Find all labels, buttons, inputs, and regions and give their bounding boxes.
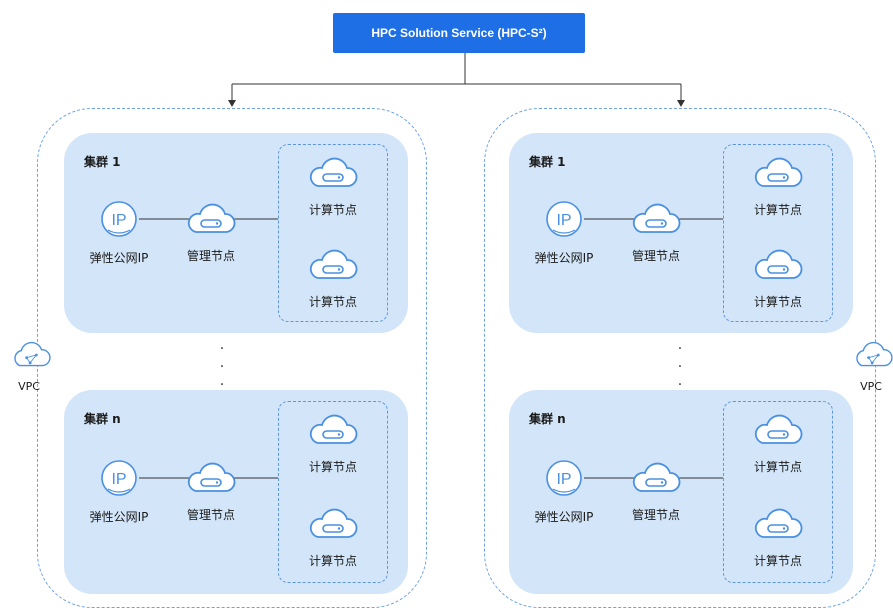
cloud-server-icon [309, 249, 358, 279]
hpc-solution-service-box: HPC Solution Service (HPC-S²) [333, 13, 585, 53]
cloud-server-icon [187, 462, 236, 492]
elastic-ip: IP 弹性公网IP [535, 199, 604, 266]
eip-label: 弹性公网IP [534, 510, 594, 524]
compute-label: 计算节点 [753, 554, 802, 568]
compute-node: 计算节点 [308, 506, 368, 569]
elastic-ip: IP 弹性公网IP [90, 199, 159, 266]
ellipsis-left: ··· [219, 341, 225, 393]
compute-node: 计算节点 [753, 155, 813, 218]
management-node: 管理节点 [631, 201, 691, 264]
cluster-title: 集群 1 [529, 155, 566, 169]
cluster-title-wrap: 集群 n [529, 408, 566, 427]
cluster-title: 集群 n [84, 412, 121, 426]
cloud-vpc-icon [856, 341, 893, 367]
cluster-title: 集群 n [529, 412, 566, 426]
mgmt-label: 管理节点 [186, 249, 235, 263]
cloud-server-icon [632, 462, 681, 492]
eip-label: 弹性公网IP [534, 251, 594, 265]
compute-node: 计算节点 [753, 506, 813, 569]
ip-icon: IP [546, 201, 582, 237]
vpc-label: VPC [18, 380, 40, 393]
vpc-right: VPC [851, 338, 893, 393]
compute-node-group [723, 401, 833, 583]
compute-label: 计算节点 [308, 554, 357, 568]
cloud-server-icon [309, 414, 358, 444]
mgmt-label: 管理节点 [631, 508, 680, 522]
compute-node: 计算节点 [308, 155, 368, 218]
compute-node-group [278, 144, 388, 322]
cluster-title-wrap: 集群 n [84, 408, 121, 427]
svg-text:IP: IP [111, 471, 126, 488]
vpc-label: VPC [860, 380, 882, 393]
ellipsis-right: ··· [677, 341, 683, 393]
compute-label: 计算节点 [308, 203, 357, 217]
cluster-title-wrap: 集群 1 [529, 151, 566, 170]
compute-node: 计算节点 [753, 412, 813, 475]
vpc-left: VPC [9, 338, 53, 393]
elastic-ip: IP 弹性公网IP [90, 458, 159, 525]
ip-icon: IP [546, 460, 582, 496]
cloud-server-icon [754, 157, 803, 187]
cluster-title: 集群 1 [84, 155, 121, 169]
cloud-server-icon [754, 508, 803, 538]
compute-label: 计算节点 [753, 460, 802, 474]
compute-label: 计算节点 [308, 460, 357, 474]
cloud-server-icon [632, 203, 681, 233]
cloud-server-icon [309, 157, 358, 187]
compute-node: 计算节点 [753, 247, 813, 310]
mgmt-label: 管理节点 [186, 508, 235, 522]
compute-label: 计算节点 [753, 295, 802, 309]
compute-node-group [278, 401, 388, 583]
cloud-vpc-icon [14, 341, 51, 367]
compute-label: 计算节点 [308, 295, 357, 309]
cloud-server-icon [754, 414, 803, 444]
management-node: 管理节点 [186, 201, 246, 264]
ip-icon: IP [101, 201, 137, 237]
svg-text:IP: IP [556, 471, 571, 488]
ip-icon: IP [101, 460, 137, 496]
management-node: 管理节点 [186, 460, 246, 523]
svg-text:IP: IP [556, 212, 571, 229]
svg-text:IP: IP [111, 212, 126, 229]
cloud-server-icon [754, 249, 803, 279]
elastic-ip: IP 弹性公网IP [535, 458, 604, 525]
service-label: HPC Solution Service (HPC-S²) [371, 26, 547, 40]
mgmt-label: 管理节点 [631, 249, 680, 263]
compute-node: 计算节点 [308, 247, 368, 310]
eip-label: 弹性公网IP [89, 251, 149, 265]
compute-node: 计算节点 [308, 412, 368, 475]
cloud-server-icon [187, 203, 236, 233]
cluster-title-wrap: 集群 1 [84, 151, 121, 170]
management-node: 管理节点 [631, 460, 691, 523]
cloud-server-icon [309, 508, 358, 538]
eip-label: 弹性公网IP [89, 510, 149, 524]
compute-node-group [723, 144, 833, 322]
compute-label: 计算节点 [753, 203, 802, 217]
